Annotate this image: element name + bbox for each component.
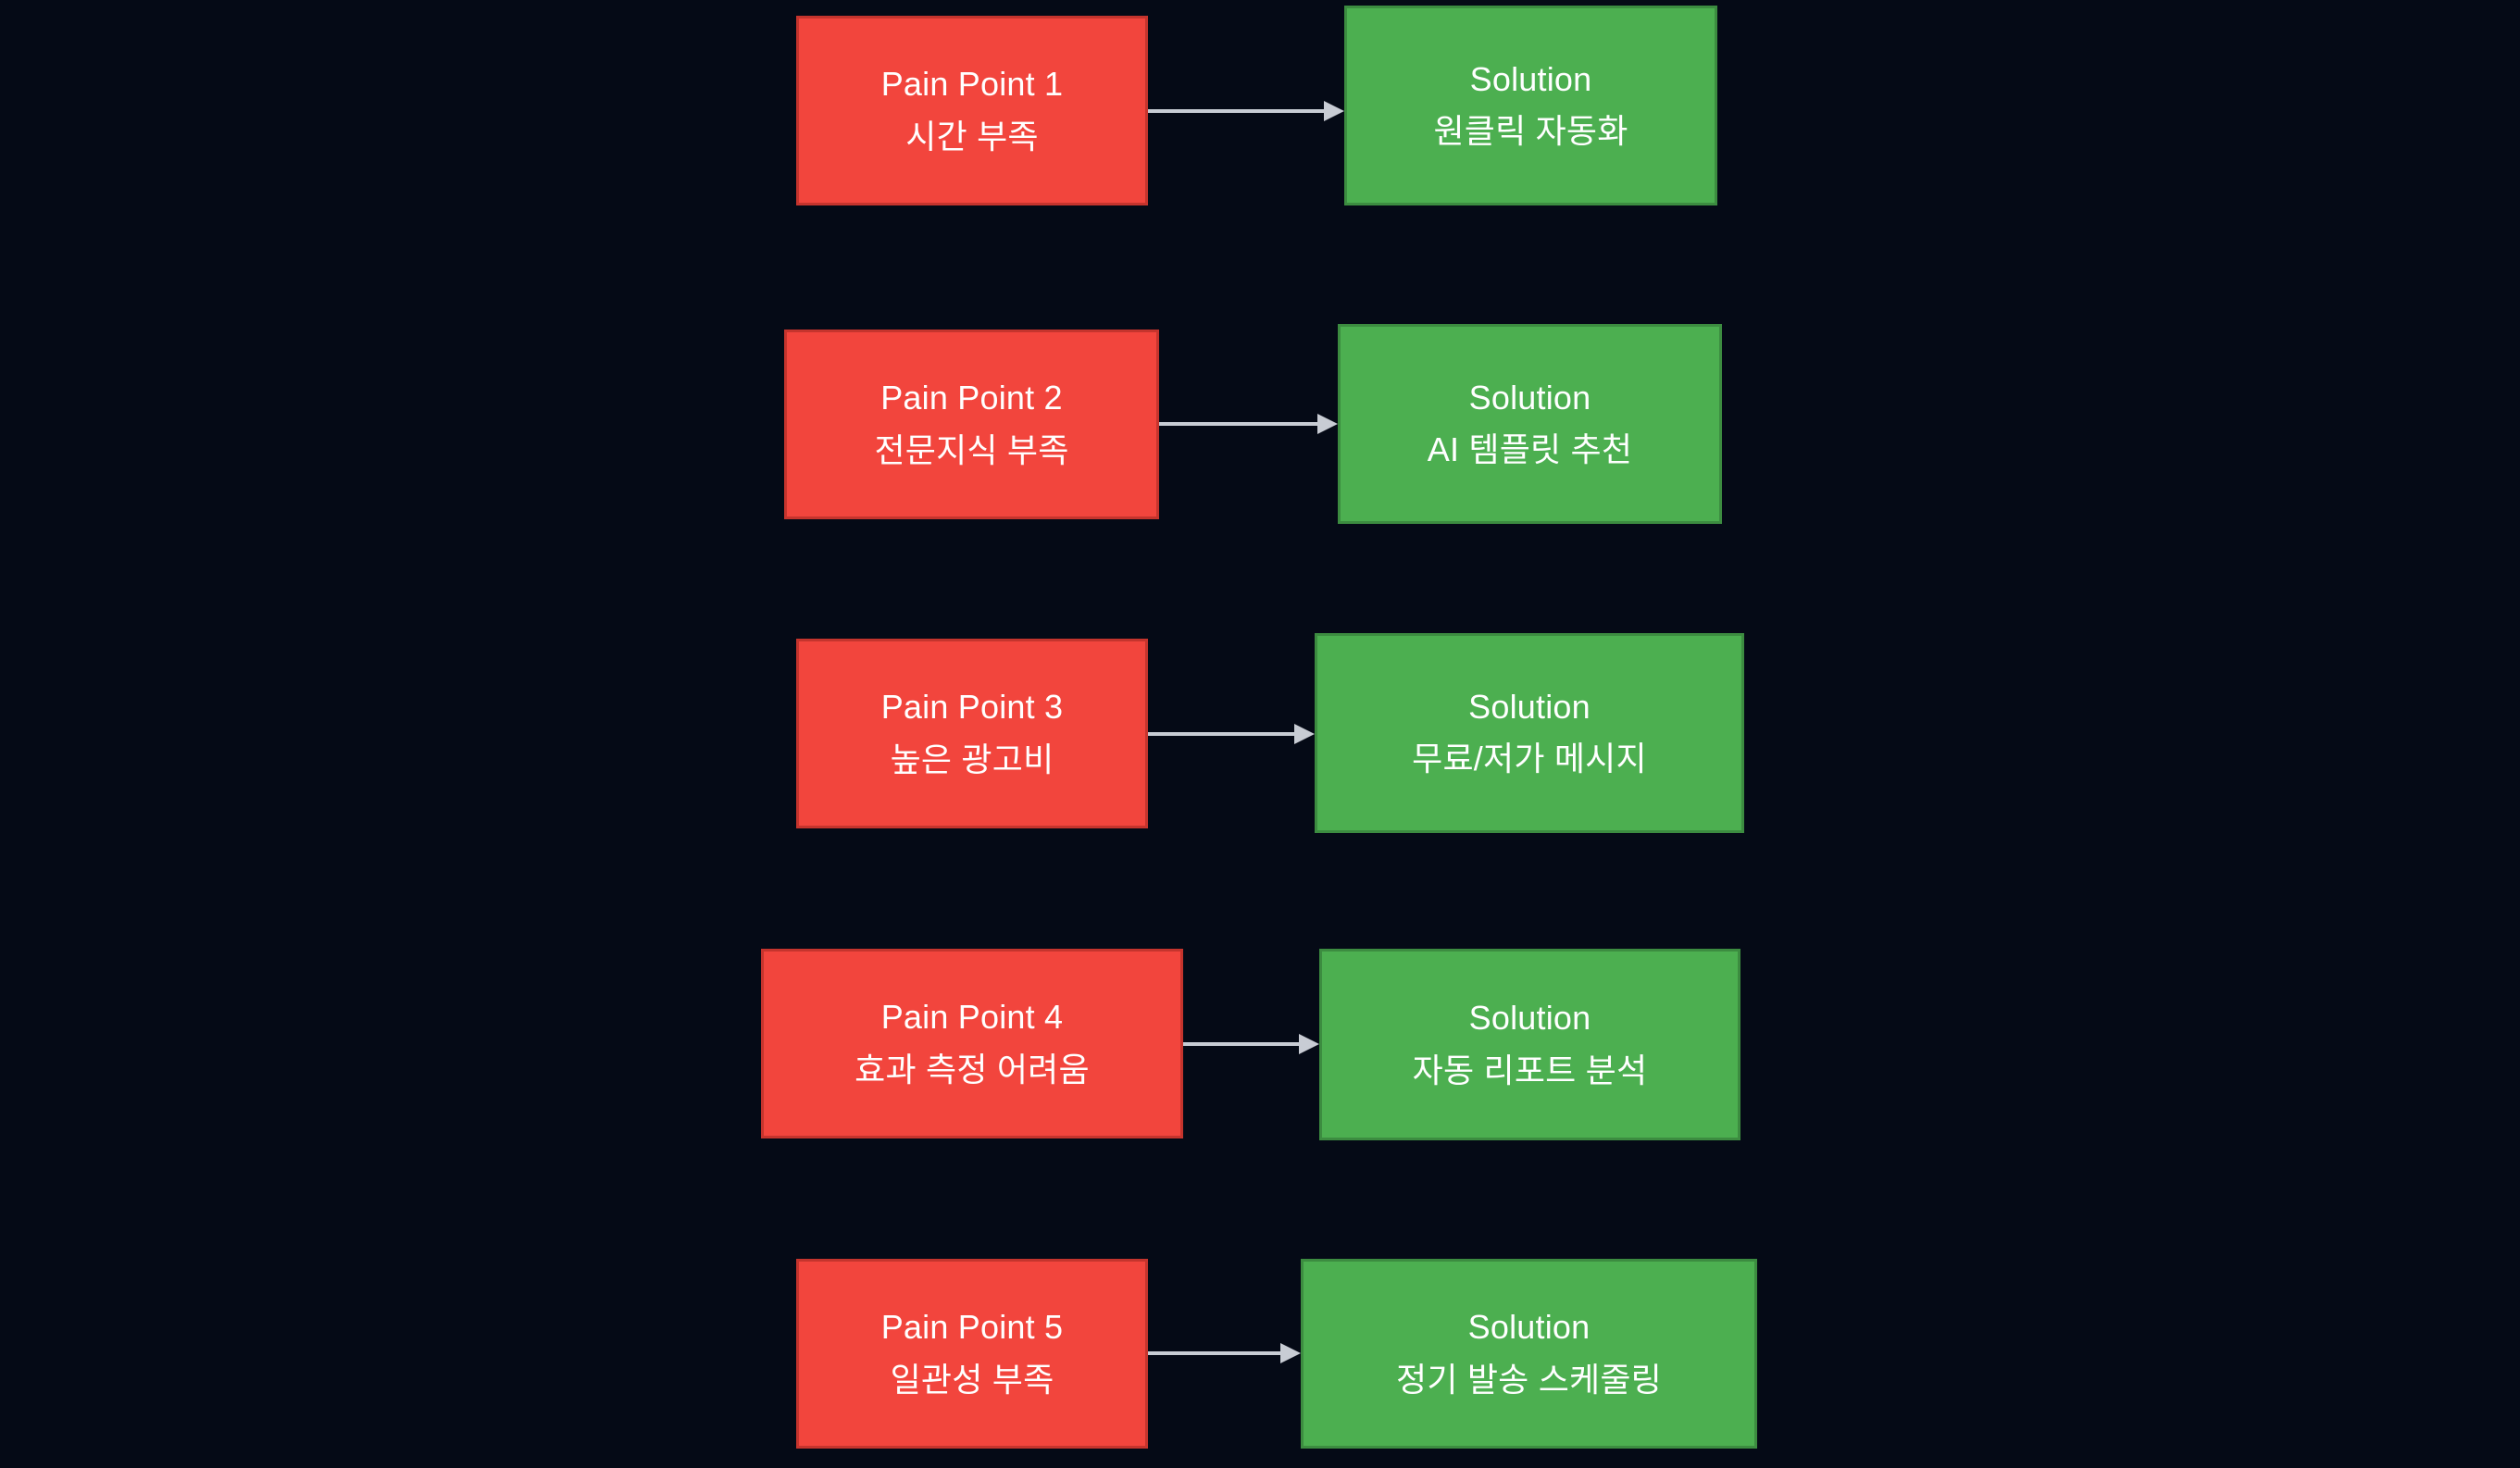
pain-point-subtitle: 일관성 부족 xyxy=(890,1360,1054,1399)
pain-point-title: Pain Point 5 xyxy=(880,1308,1064,1347)
pain-point-title: Pain Point 3 xyxy=(880,688,1064,727)
solution-subtitle: 원클릭 자동화 xyxy=(1433,112,1628,150)
flow-arrow-3 xyxy=(1148,720,1315,748)
solution-node-4[interactable]: Solution 자동 리포트 분석 xyxy=(1319,949,1740,1140)
solution-title: Solution xyxy=(1469,59,1592,98)
pain-point-node-1[interactable]: Pain Point 1 시간 부족 xyxy=(796,16,1148,205)
solution-node-5[interactable]: Solution 정기 발송 스케줄링 xyxy=(1301,1259,1757,1449)
flow-arrow-2 xyxy=(1159,410,1338,438)
pain-point-node-2[interactable]: Pain Point 2 전문지식 부족 xyxy=(784,330,1159,519)
solution-title: Solution xyxy=(1468,378,1591,417)
pain-point-node-5[interactable]: Pain Point 5 일관성 부족 xyxy=(796,1259,1148,1449)
pain-point-title: Pain Point 1 xyxy=(880,65,1064,104)
solution-node-3[interactable]: Solution 무료/저가 메시지 xyxy=(1315,633,1744,833)
solution-title: Solution xyxy=(1468,999,1591,1038)
pain-point-node-3[interactable]: Pain Point 3 높은 광고비 xyxy=(796,639,1148,828)
solution-title: Solution xyxy=(1468,687,1591,726)
flow-arrow-5 xyxy=(1148,1339,1301,1367)
flow-arrow-4 xyxy=(1183,1030,1319,1058)
pain-point-subtitle: 효과 측정 어려움 xyxy=(855,1050,1090,1089)
pain-point-subtitle: 시간 부족 xyxy=(905,117,1039,156)
solution-title: Solution xyxy=(1467,1308,1591,1347)
solution-node-1[interactable]: Solution 원클릭 자동화 xyxy=(1344,6,1717,205)
pain-point-title: Pain Point 2 xyxy=(880,379,1063,417)
pain-point-title: Pain Point 4 xyxy=(880,998,1064,1037)
flow-arrow-1 xyxy=(1148,97,1344,125)
pain-point-subtitle: 전문지식 부족 xyxy=(874,430,1069,469)
solution-node-2[interactable]: Solution AI 템플릿 추천 xyxy=(1338,324,1722,524)
solution-subtitle: 자동 리포트 분석 xyxy=(1412,1051,1648,1089)
solution-subtitle: 무료/저가 메시지 xyxy=(1412,740,1647,778)
pain-point-node-4[interactable]: Pain Point 4 효과 측정 어려움 xyxy=(761,949,1183,1138)
solution-subtitle: 정기 발송 스케줄링 xyxy=(1396,1360,1662,1399)
solution-subtitle: AI 템플릿 추천 xyxy=(1427,430,1633,468)
pain-point-subtitle: 높은 광고비 xyxy=(890,740,1054,778)
